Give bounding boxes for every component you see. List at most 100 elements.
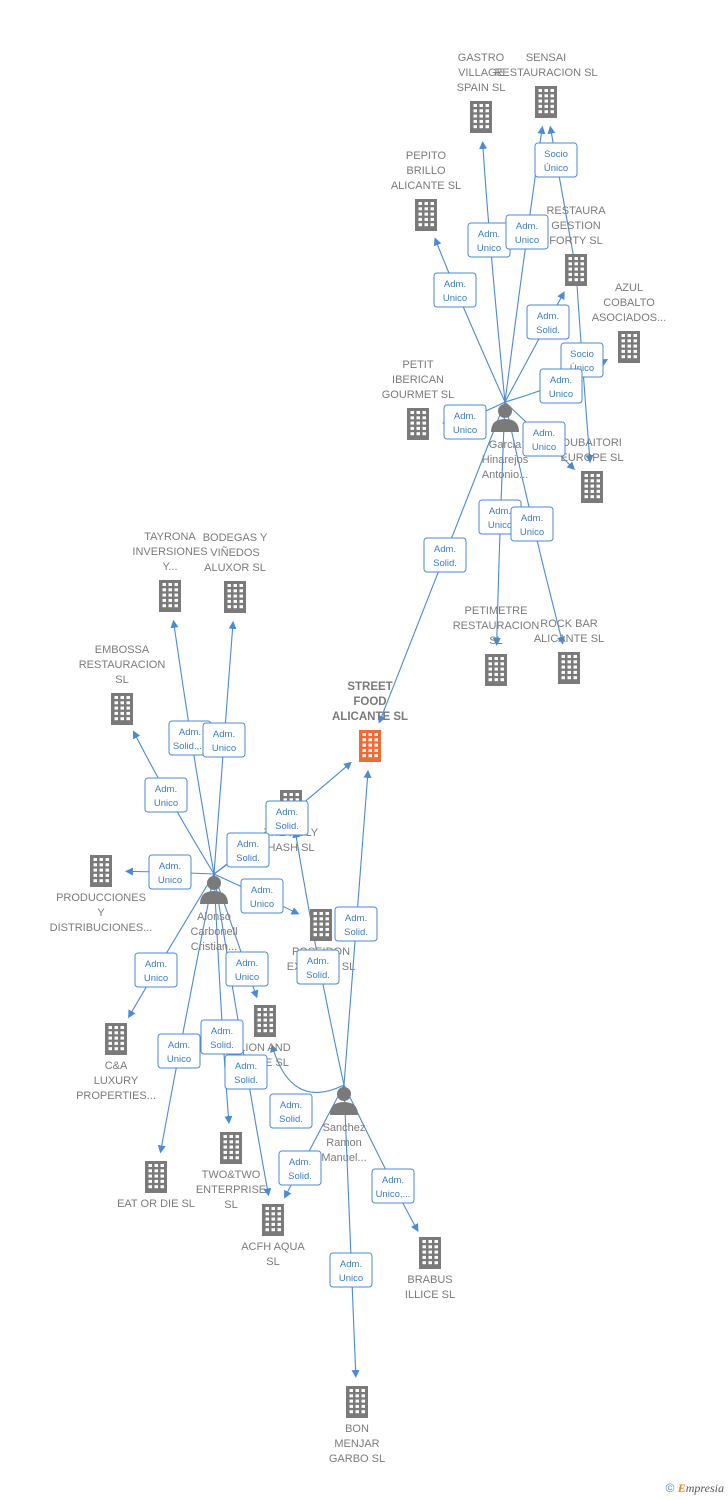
building-icon <box>220 1132 242 1164</box>
edge-label-alonso-cya[interactable]: Adm.Unico <box>134 952 178 988</box>
edge-label-alonso-bodegas[interactable]: Adm.Unico <box>202 722 246 758</box>
edge-label-text: Solid. <box>210 1040 234 1051</box>
edge-label-sanchez-ionand[interactable]: Adm.Solid. <box>269 1093 313 1129</box>
building-icon <box>535 86 557 118</box>
edge-label-sanchez-acfh[interactable]: Adm.Solid. <box>278 1150 322 1186</box>
edge-label-text: Adm. <box>521 513 543 524</box>
edge-label-garcia-rockbar[interactable]: Adm.Unico <box>510 506 554 542</box>
edge-label-text: Adm. <box>213 729 235 740</box>
edge-label-text: Adm. <box>550 375 572 386</box>
node-sanchez[interactable]: SanchezRamonManuel... <box>321 1087 367 1164</box>
node-label-text: PROPERTIES... <box>76 1090 156 1102</box>
node-label-text: SL <box>115 674 128 686</box>
edge-label-text: Adm. <box>235 1061 257 1072</box>
building-icon <box>310 909 332 941</box>
node-tayrona[interactable]: TAYRONAINVERSIONESY... <box>132 531 208 612</box>
edge-label-text: Adm. <box>251 885 273 896</box>
edge-label-text: Unico <box>158 875 182 886</box>
edge-label-alonso-tayrona[interactable]: Adm.Solid.,... <box>168 720 212 756</box>
edge-label-alonso-poseidon[interactable]: Adm.Unico <box>240 878 284 914</box>
node-label-text: ROCK BAR <box>540 618 598 630</box>
edge-label-text: Adm. <box>340 1259 362 1270</box>
edge-label-sanchez-holy[interactable]: Adm.Solid. <box>296 949 340 985</box>
edge-label-alonso-ionand[interactable]: Adm.Unico <box>225 951 269 987</box>
edge-label-text: Adm. <box>345 913 367 924</box>
edge-label-text: Adm. <box>454 411 476 422</box>
node-azul[interactable]: AZULCOBALTOASOCIADOS... <box>592 282 667 363</box>
edge-label-text: Unico <box>532 442 556 453</box>
node-producciones[interactable]: PRODUCCIONESYDISTRIBUCIONES... <box>50 855 153 934</box>
building-icon <box>407 408 429 440</box>
edge-label-text: Solid. <box>288 1171 312 1182</box>
edge-label-text: Unico <box>235 972 259 983</box>
building-icon <box>254 1005 276 1037</box>
node-cya[interactable]: C&ALUXURYPROPERTIES... <box>76 1023 156 1102</box>
node-label-text: GARBO SL <box>329 1453 385 1465</box>
edge-label-text: Adm. <box>155 784 177 795</box>
edge-label-sanchez-street[interactable]: Adm.Solid. <box>334 906 378 942</box>
building-icon <box>470 101 492 133</box>
edge-label-alonso-street[interactable]: Adm.Solid. <box>265 800 309 836</box>
edge-label-text: Adm. <box>444 279 466 290</box>
edge-label-alonso-embossa[interactable]: Adm.Unico <box>144 777 188 813</box>
node-label-text: Manuel... <box>321 1152 366 1164</box>
edge-label-garcia-street[interactable]: Adm.Solid. <box>423 537 467 573</box>
edge-label-garcia-dubaitori[interactable]: Adm.Unico <box>522 421 566 457</box>
building-icon <box>346 1386 368 1418</box>
edge-label-text: Adm. <box>489 506 511 517</box>
edge-label-alonso-eatordie[interactable]: Adm.Unico <box>157 1033 201 1069</box>
edge-label-text: Adm. <box>145 959 167 970</box>
node-label-text: ALICANTE SL <box>391 180 461 192</box>
edge-labels-layer: Adm.UnicoAdm.UnicoSocioÚnicoAdm.UnicoAdm… <box>134 142 604 1288</box>
edge-label-garcia-azul[interactable]: Adm.Unico <box>539 368 583 404</box>
edge-label-text: Adm. <box>159 861 181 872</box>
edge-label-alonso-twotwo[interactable]: Adm. Solid. <box>200 1019 244 1055</box>
edge-label-sanchez-brabus[interactable]: Adm.Unico,... <box>371 1168 415 1204</box>
edge-label-text: Socio <box>570 349 594 360</box>
edge-label-garcia-petit[interactable]: Adm.Unico <box>443 404 487 440</box>
edge-label-garcia-pepito[interactable]: Adm.Unico <box>433 272 477 308</box>
node-label-text: BODEGAS Y <box>203 532 268 544</box>
node-label-text: ASOCIADOS... <box>592 312 667 324</box>
node-label-text: EMBOSSA <box>95 644 150 656</box>
edge-label-garcia-gastro[interactable]: Adm.Unico <box>467 222 511 258</box>
edge-label-sanchez-bonmenjar[interactable]: Adm. Unico <box>329 1252 373 1288</box>
building-icon <box>581 471 603 503</box>
node-eatordie[interactable]: EAT OR DIE SL <box>117 1161 195 1210</box>
node-label-text: SENSAI <box>526 52 566 64</box>
edge-label-alonso-producciones[interactable]: Adm. Unico <box>148 854 192 890</box>
node-label-text: RESTAURA <box>546 205 606 217</box>
building-icon <box>105 1023 127 1055</box>
edge-label-alonso-holy[interactable]: Adm.Solid. <box>226 832 270 868</box>
node-label-text: DUBAITORI <box>562 437 622 449</box>
footer-brand[interactable]: © Empresia <box>666 1481 724 1496</box>
node-alonso[interactable]: AlonsoCarbonellCristian... <box>190 876 238 953</box>
edge-label-text: Unico <box>339 1273 363 1284</box>
edge-label-text: Adm. <box>211 1026 233 1037</box>
node-garcia[interactable]: GarciaHinarejosAntonio... <box>482 404 529 481</box>
edge-restaura-sensai <box>547 125 577 271</box>
edge-label-garcia-sensai[interactable]: Adm.Unico <box>505 214 549 250</box>
edge-label-garcia-restaura[interactable]: Adm.Solid. <box>526 304 570 340</box>
building-icon <box>419 1237 441 1269</box>
edge-label-text: Adm. <box>478 229 500 240</box>
edge-label-alonso-acfh[interactable]: Adm.Solid. <box>224 1054 268 1090</box>
edge-label-text: Unico <box>515 235 539 246</box>
